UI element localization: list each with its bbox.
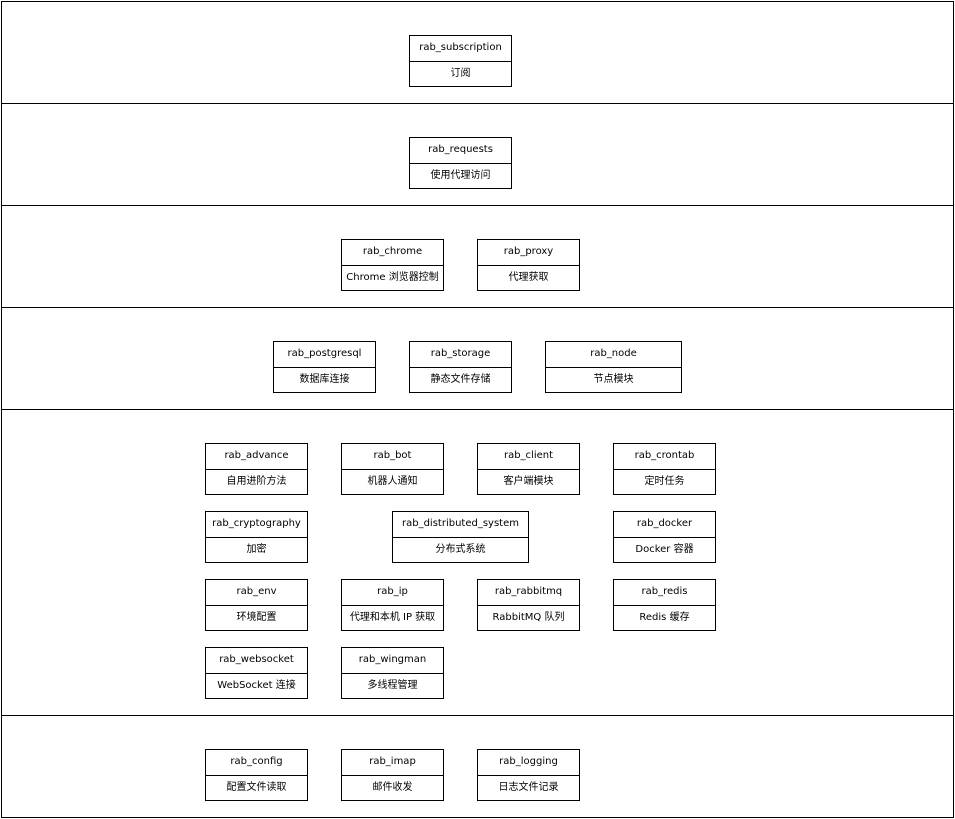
module-description: 使用代理访问 [430, 169, 491, 181]
module-name: rab_imap [342, 750, 443, 776]
module-name: rab_cryptography [206, 512, 307, 538]
module-rab-cryptography[interactable]: rab_cryptography 加密 [205, 511, 308, 563]
module-description: 多线程管理 [367, 679, 418, 691]
module-description: 日志文件记录 [498, 781, 559, 793]
module-description: 加密 [246, 543, 267, 555]
module-description: 配置文件读取 [226, 781, 287, 793]
module-name: rab_wingman [342, 648, 443, 674]
module-name: rab_ip [342, 580, 443, 606]
module-name: rab_docker [614, 512, 715, 538]
module-description: 自用进阶方法 [226, 475, 287, 487]
module-name: rab_logging [478, 750, 579, 776]
module-rab-distributed-system[interactable]: rab_distributed_system 分布式系统 [392, 511, 529, 563]
module-description: 代理获取 [508, 271, 549, 283]
module-rab-subscription[interactable]: rab_subscription 订阅 [409, 35, 512, 87]
module-description: WebSocket 连接 [217, 679, 296, 691]
module-name: rab_proxy [478, 240, 579, 266]
module-rab-storage[interactable]: rab_storage 静态文件存储 [409, 341, 512, 393]
module-name: rab_websocket [206, 648, 307, 674]
module-rab-websocket[interactable]: rab_websocket WebSocket 连接 [205, 647, 308, 699]
module-rab-proxy[interactable]: rab_proxy 代理获取 [477, 239, 580, 291]
module-description: 节点模块 [593, 373, 634, 385]
module-name: rab_redis [614, 580, 715, 606]
module-name: rab_rabbitmq [478, 580, 579, 606]
module-name: rab_postgresql [274, 342, 375, 368]
module-description: Redis 缓存 [639, 611, 690, 623]
module-rab-client[interactable]: rab_client 客户端模块 [477, 443, 580, 495]
module-description: 分布式系统 [435, 543, 486, 555]
module-name: rab_client [478, 444, 579, 470]
module-name: rab_env [206, 580, 307, 606]
module-description: 代理和本机 IP 获取 [349, 611, 436, 623]
module-description: 数据库连接 [299, 373, 350, 385]
module-rab-requests[interactable]: rab_requests 使用代理访问 [409, 137, 512, 189]
module-description: 客户端模块 [503, 475, 554, 487]
module-rab-logging[interactable]: rab_logging 日志文件记录 [477, 749, 580, 801]
module-description: RabbitMQ 队列 [492, 611, 565, 623]
module-name: rab_config [206, 750, 307, 776]
module-name: rab_chrome [342, 240, 443, 266]
module-rab-redis[interactable]: rab_redis Redis 缓存 [613, 579, 716, 631]
module-rab-wingman[interactable]: rab_wingman 多线程管理 [341, 647, 444, 699]
module-name: rab_subscription [410, 36, 511, 62]
module-description: 环境配置 [236, 611, 277, 623]
module-description: 邮件收发 [372, 781, 413, 793]
module-rab-node[interactable]: rab_node 节点模块 [545, 341, 682, 393]
module-rab-postgresql[interactable]: rab_postgresql 数据库连接 [273, 341, 376, 393]
module-rab-env[interactable]: rab_env 环境配置 [205, 579, 308, 631]
module-name: rab_crontab [614, 444, 715, 470]
module-name: rab_bot [342, 444, 443, 470]
module-description: 静态文件存储 [430, 373, 491, 385]
module-rab-config[interactable]: rab_config 配置文件读取 [205, 749, 308, 801]
module-rab-crontab[interactable]: rab_crontab 定时任务 [613, 443, 716, 495]
module-description: Docker 容器 [635, 543, 694, 555]
module-rab-advance[interactable]: rab_advance 自用进阶方法 [205, 443, 308, 495]
module-rab-docker[interactable]: rab_docker Docker 容器 [613, 511, 716, 563]
module-rab-chrome[interactable]: rab_chrome Chrome 浏览器控制 [341, 239, 444, 291]
module-name: rab_storage [410, 342, 511, 368]
module-name: rab_distributed_system [393, 512, 528, 538]
module-description: Chrome 浏览器控制 [346, 271, 439, 283]
module-rab-bot[interactable]: rab_bot 机器人通知 [341, 443, 444, 495]
module-description: 定时任务 [644, 475, 685, 487]
module-name: rab_node [546, 342, 681, 368]
module-description: 订阅 [450, 67, 471, 79]
module-description: 机器人通知 [367, 475, 418, 487]
module-rab-rabbitmq[interactable]: rab_rabbitmq RabbitMQ 队列 [477, 579, 580, 631]
module-rab-imap[interactable]: rab_imap 邮件收发 [341, 749, 444, 801]
module-rab-ip[interactable]: rab_ip 代理和本机 IP 获取 [341, 579, 444, 631]
module-name: rab_advance [206, 444, 307, 470]
module-name: rab_requests [410, 138, 511, 164]
